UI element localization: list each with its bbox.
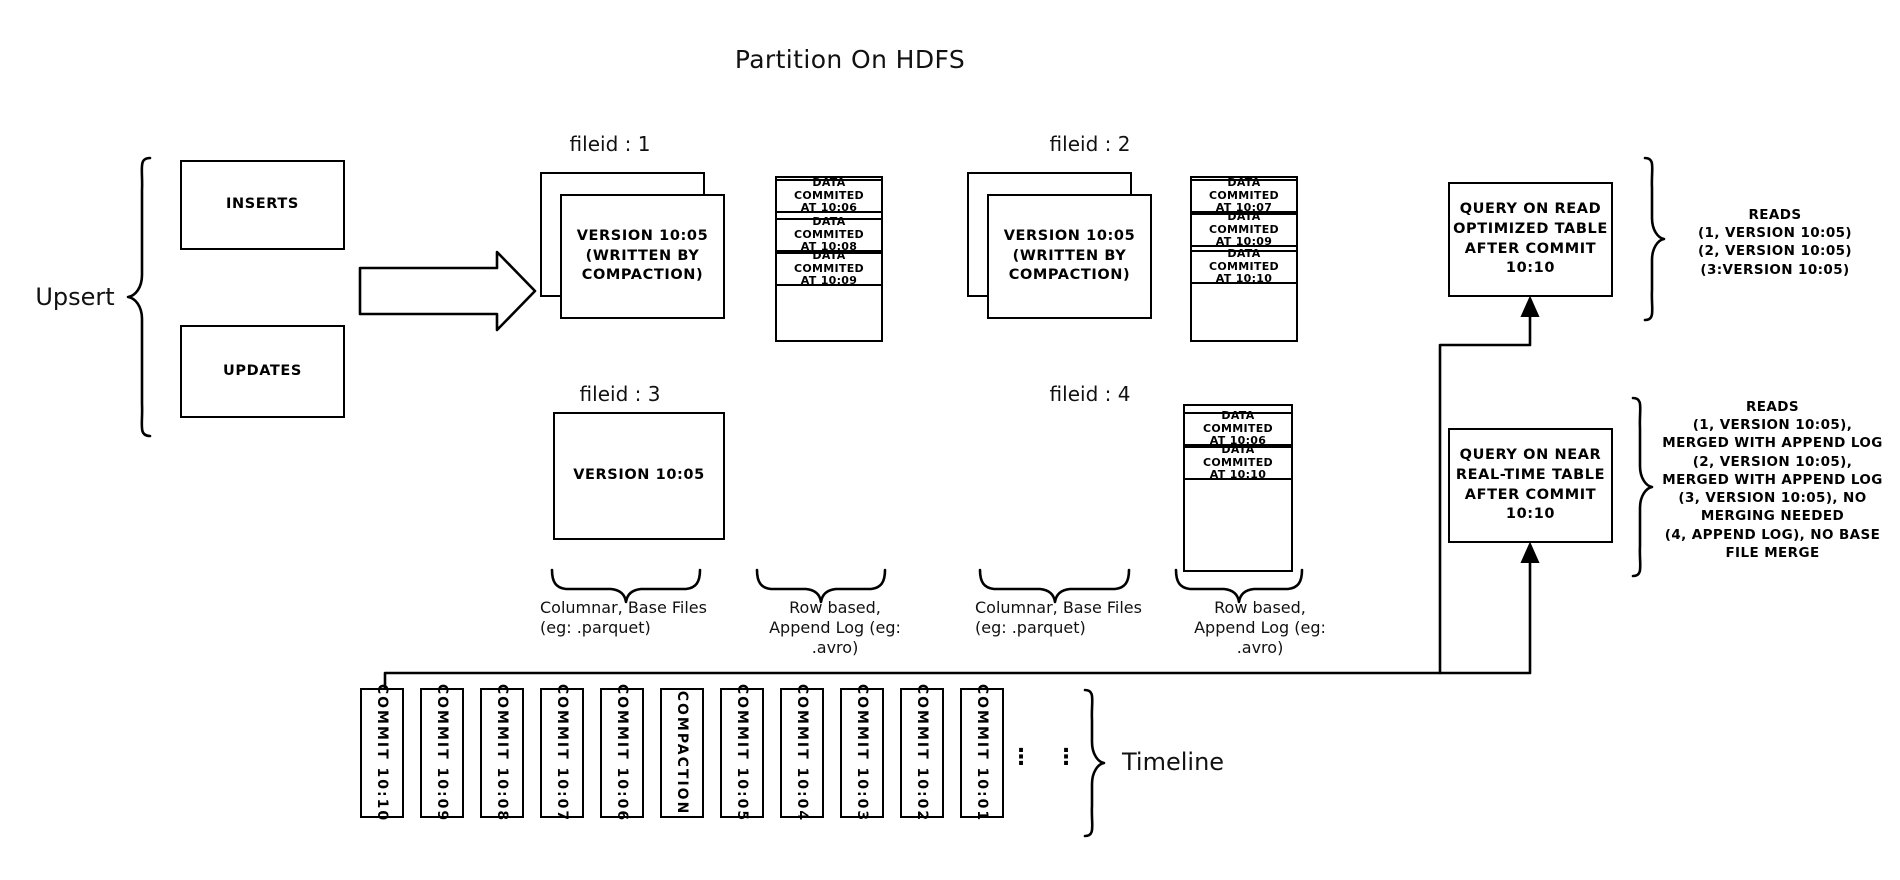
timeline-entry[interactable]: COMMIT 10:08 [480,684,524,822]
timeline-entry[interactable]: COMMIT 10:03 [840,684,884,822]
commit-arrow-label: Commit 10:10 [358,283,488,304]
timeline-entry[interactable]: COMMIT 10:09 [420,684,464,822]
inserts-box: INSERTS [180,160,345,250]
upsert-brace [126,156,152,438]
legend-base-right: Columnar, Base Files(eg: .parquet) [975,598,1142,637]
timeline-entry-label: COMMIT 10:03 [854,683,870,823]
timeline-entry-label: COMMIT 10:04 [794,683,810,823]
timeline-entry[interactable]: COMMIT 10:01 [960,684,1004,822]
fileid-3-base-file-label: VERSION 10:05 [573,467,705,484]
legend-log-right: Row based,Append Log (eg:.avro) [1194,598,1326,657]
timeline-entry[interactable]: COMMIT 10:07 [540,684,584,822]
timeline-entry[interactable]: COMMIT 10:05 [720,684,764,822]
updates-label: UPDATES [223,362,302,379]
timeline-entry-label: COMMIT 10:10 [374,683,390,823]
timeline-entry[interactable]: COMPACTION [660,688,704,818]
timeline-ellipsis-2: ⋮ [1055,745,1077,770]
timeline-entry-label: COMMIT 10:09 [434,683,450,823]
timeline-entry[interactable]: COMMIT 10:04 [780,684,824,822]
timeline-entry[interactable]: COMMIT 10:02 [900,684,944,822]
reads-read-optimized: READS(1, VERSION 10:05)(2, VERSION 10:05… [1697,207,1853,278]
timeline-entry[interactable]: COMMIT 10:06 [600,684,644,822]
legend-log-left: Row based,Append Log (eg:.avro) [769,598,901,657]
timeline-entry[interactable]: COMMIT 10:10 [360,684,404,822]
fileid-1-header: fileid : 1 [569,132,651,156]
timeline-label: Timeline [1122,748,1225,776]
fileid-4-header: fileid : 4 [1049,382,1131,406]
upsert-label: Upsert [35,283,115,311]
timeline-brace [1083,688,1106,838]
reads-near-real-time: READS(1, VERSION 10:05),MERGED WITH APPE… [1662,399,1883,561]
timeline-entry-label: COMMIT 10:06 [614,683,630,823]
updates-box: UPDATES [180,325,345,418]
timeline-entry-label: COMMIT 10:05 [734,683,750,823]
timeline-entry-label: COMPACTION [674,690,690,816]
fileid-3-base-file: VERSION 10:05 [553,412,725,540]
timeline-entry-label: COMMIT 10:08 [494,683,510,823]
timeline-strip: COMMIT 10:10 COMMIT 10:09 COMMIT 10:08 COMM… [360,684,1004,822]
fileid-3-header: fileid : 3 [579,382,661,406]
arrowhead-read-optimized [1520,295,1540,317]
arrowhead-near-real-time [1520,541,1540,563]
timeline-entry-label: COMMIT 10:07 [554,683,570,823]
inserts-label: INSERTS [226,196,299,213]
fileid-2-header: fileid : 2 [1049,132,1131,156]
legend-base-left: Columnar, Base Files(eg: .parquet) [540,598,707,637]
timeline-entry-label: COMMIT 10:01 [974,683,990,823]
page-title: Partition On HDFS [734,45,966,74]
timeline-entry-label: COMMIT 10:02 [914,683,930,823]
timeline-ellipsis-1: ⋮ [1010,745,1032,770]
